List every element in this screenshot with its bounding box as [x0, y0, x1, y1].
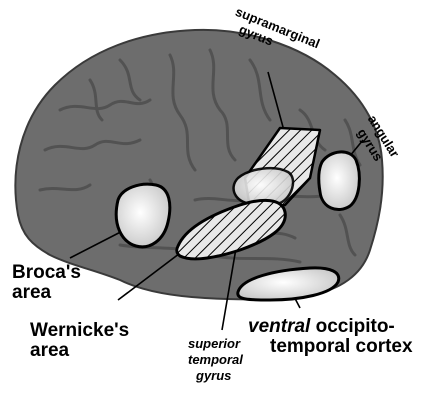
broca-area-region	[116, 184, 170, 247]
label-superior-line1: superior	[188, 336, 241, 351]
label-superior-line3: gyrus	[195, 368, 231, 383]
label-wernicke-line2: area	[30, 340, 70, 361]
label-wernicke-line1: Wernicke's	[30, 320, 129, 341]
label-ventral-line1: ventral occipito-	[248, 316, 395, 337]
angular-gyrus-region	[319, 152, 360, 210]
label-superior-line2: temporal	[188, 352, 243, 367]
label-broca-line1: Broca's	[12, 262, 81, 283]
label-ventral-word: ventral	[248, 316, 311, 337]
label-ventral-rest: occipito-	[310, 316, 394, 337]
label-ventral-line2: temporal cortex	[270, 336, 413, 357]
label-broca-line2: area	[12, 282, 52, 303]
